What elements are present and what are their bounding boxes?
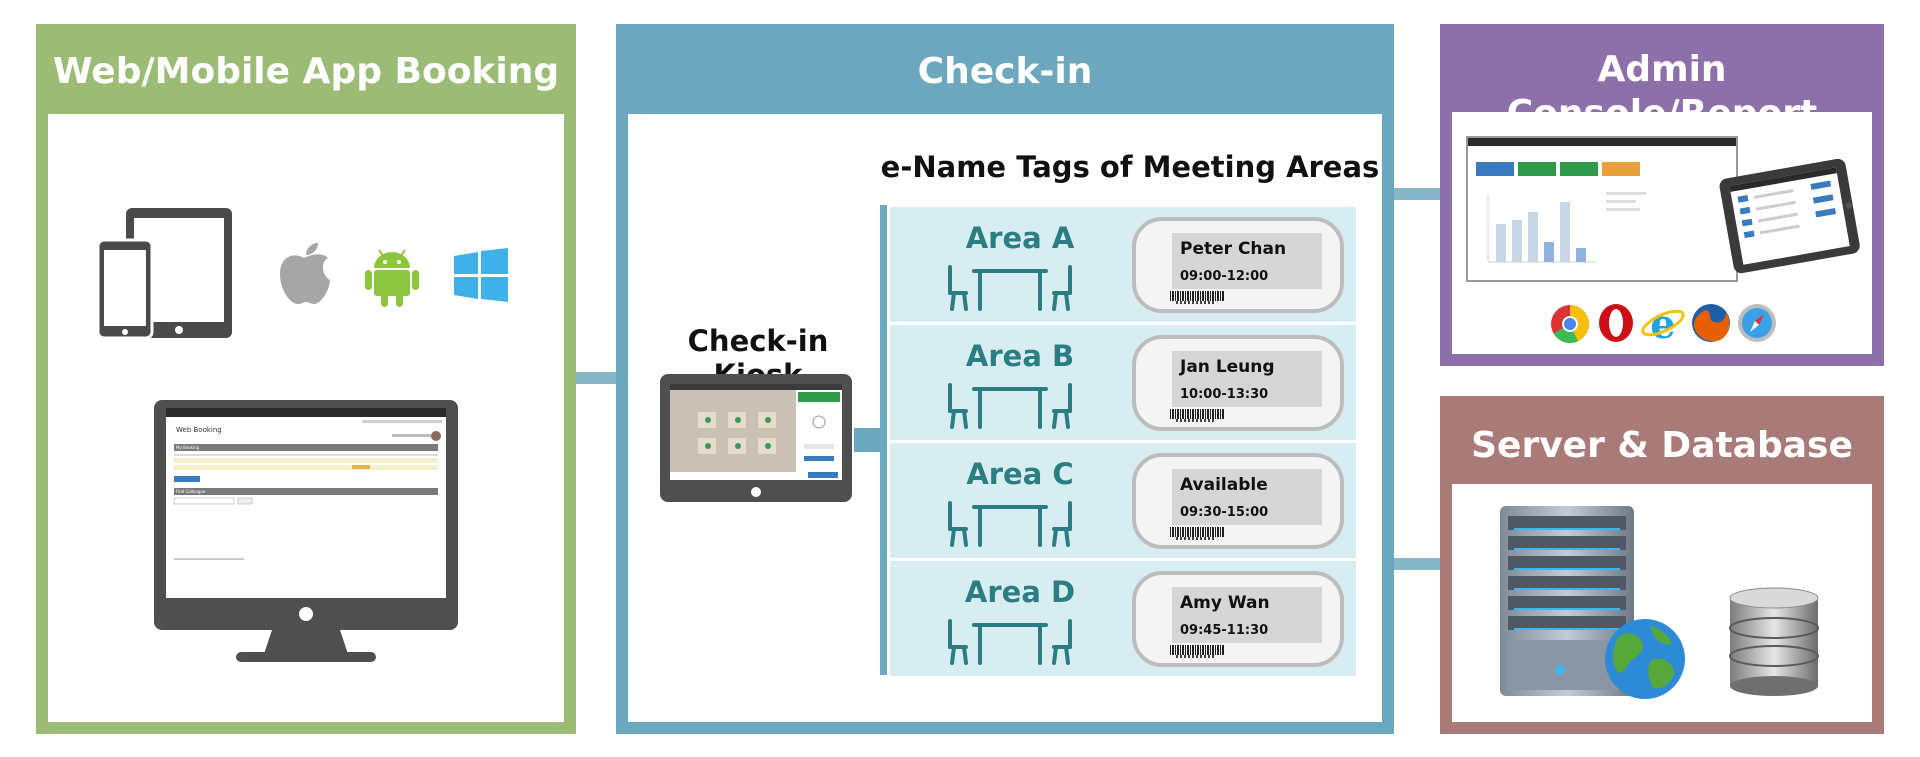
barcode-digits — [1176, 301, 1216, 304]
meeting-area-row: Area A Peter Chan 09:00-12:00 — [890, 207, 1356, 322]
connector-web-checkin — [576, 372, 616, 384]
tag-time: 09:00-12:00 — [1180, 269, 1269, 284]
opera-icon — [1599, 304, 1633, 342]
e-name-tag-screen: Peter Chan 09:00-12:00 — [1172, 233, 1322, 289]
area-name: Area A — [965, 221, 1075, 255]
meeting-desk-icon — [948, 619, 1072, 665]
area-name: Area D — [964, 575, 1076, 609]
meeting-area-row: Area C Available 09:30-15:00 — [890, 443, 1356, 558]
tablet-phone-icon — [96, 208, 232, 340]
tag-person: Amy Wan — [1180, 593, 1270, 613]
web-booking-section-my-booking: My Booking — [176, 445, 200, 450]
safari-icon — [1738, 304, 1776, 342]
web-booking-heading: Web Booking — [176, 426, 222, 434]
barcode-digits — [1176, 655, 1216, 658]
barcode-icon — [1170, 645, 1224, 655]
tag-person: Jan Leung — [1180, 357, 1275, 377]
e-name-tag-screen: Amy Wan 09:45-11:30 — [1172, 587, 1322, 643]
meeting-desk-icon — [948, 501, 1072, 547]
meeting-area-row: Area B Jan Leung 10:00-13:30 — [890, 325, 1356, 440]
e-name-tag: Available 09:30-15:00 — [1132, 453, 1344, 549]
android-icon — [365, 249, 419, 307]
e-name-tag: Amy Wan 09:45-11:30 — [1132, 571, 1344, 667]
desktop-monitor-icon — [154, 400, 458, 662]
area-name: Area B — [965, 339, 1075, 373]
panel-title-web: Web/Mobile App Booking — [52, 51, 560, 92]
kiosk-tablet-icon — [660, 374, 852, 502]
web-booking-section-find: Find Colleague — [176, 489, 206, 494]
connector-checkin-admin — [1394, 188, 1440, 200]
barcode-icon — [1170, 409, 1224, 419]
connector-kiosk-areas — [854, 428, 882, 452]
database-icon — [1729, 587, 1819, 696]
meeting-desk-icon — [948, 383, 1072, 429]
meeting-desk-icon — [948, 265, 1072, 311]
tag-person: Peter Chan — [1180, 239, 1287, 259]
chrome-icon — [1551, 305, 1589, 343]
e-name-tag-screen: Jan Leung 10:00-13:30 — [1172, 351, 1322, 407]
tag-time: 09:30-15:00 — [1180, 505, 1269, 520]
firefox-icon — [1692, 304, 1730, 342]
e-name-tag: Jan Leung 10:00-13:30 — [1132, 335, 1344, 431]
e-name-tag-screen: Available 09:30-15:00 — [1172, 469, 1322, 525]
barcode-icon — [1170, 527, 1224, 537]
panel-title-server: Server & Database — [1471, 425, 1853, 466]
windows-icon — [454, 248, 508, 302]
e-name-tag: Peter Chan 09:00-12:00 — [1132, 217, 1344, 313]
barcode-digits — [1176, 537, 1216, 540]
e-name-tags-label: e-Name Tags of Meeting Areas — [880, 150, 1380, 184]
panel-title-checkin: Check-in — [917, 51, 1093, 92]
admin-dashboard-screen — [1466, 136, 1738, 282]
tag-time: 09:45-11:30 — [1180, 623, 1269, 638]
barcode-digits — [1176, 419, 1216, 422]
tag-person: Available — [1180, 475, 1268, 495]
admin-tablet-icon — [1719, 158, 1860, 274]
area-name: Area C — [966, 457, 1074, 491]
apple-icon — [280, 243, 330, 304]
meeting-area-row: Area D Amy Wan 09:45-11:30 — [890, 561, 1356, 676]
globe-icon — [1605, 619, 1685, 699]
server-rack-icon — [1500, 506, 1634, 696]
tag-time: 10:00-13:30 — [1180, 387, 1269, 402]
svg-text:e: e — [1650, 301, 1675, 346]
barcode-icon — [1170, 291, 1224, 301]
areas-connector-bar — [880, 205, 887, 675]
ie-icon: e — [1641, 301, 1685, 346]
connector-checkin-server — [1394, 558, 1440, 570]
